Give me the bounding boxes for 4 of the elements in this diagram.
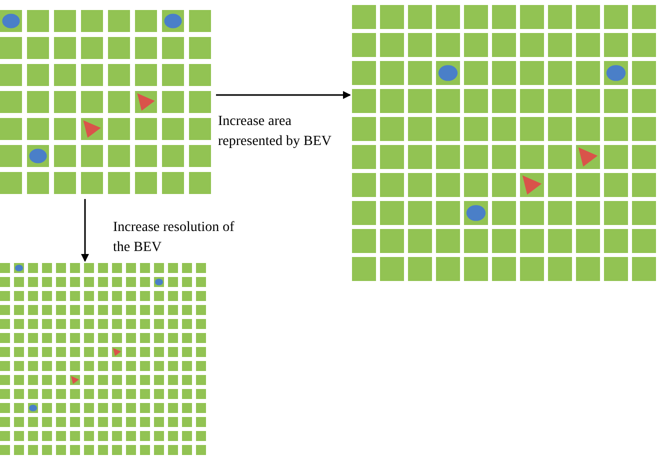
arrow — [81, 199, 89, 262]
arrow — [216, 91, 351, 99]
edge-label: Increase area represented by BEV — [218, 113, 333, 151]
edge-label: Increase resolution of the BEV — [113, 219, 236, 257]
